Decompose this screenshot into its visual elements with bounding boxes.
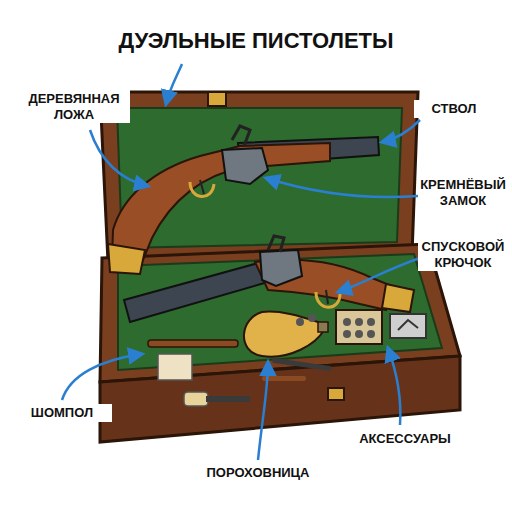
- part-label: АКСЕССУАРЫ: [330, 430, 480, 448]
- part-label: СТВОЛ: [414, 100, 494, 118]
- lid-clasp: [208, 92, 226, 106]
- diagram-title: ДУЭЛЬНЫЕ ПИСТОЛЕТЫ: [0, 28, 512, 54]
- part-label: КРЕМНЁВЫЙ ЗАМОК: [418, 176, 508, 209]
- case-lock: [328, 388, 344, 400]
- case-lid: [100, 92, 418, 262]
- part-label: ШОМПОЛ: [12, 404, 112, 422]
- part-label: СПУСКОВОЙ КРЮЧОК: [418, 238, 508, 271]
- upper-pistol: [108, 126, 379, 274]
- part-label: ПОРОХОВНИЦА: [178, 464, 338, 482]
- leader-arrows: [62, 64, 420, 460]
- part-label: ДЕРЕВЯННАЯ ЛОЖА: [18, 90, 130, 123]
- accessories: [148, 310, 426, 406]
